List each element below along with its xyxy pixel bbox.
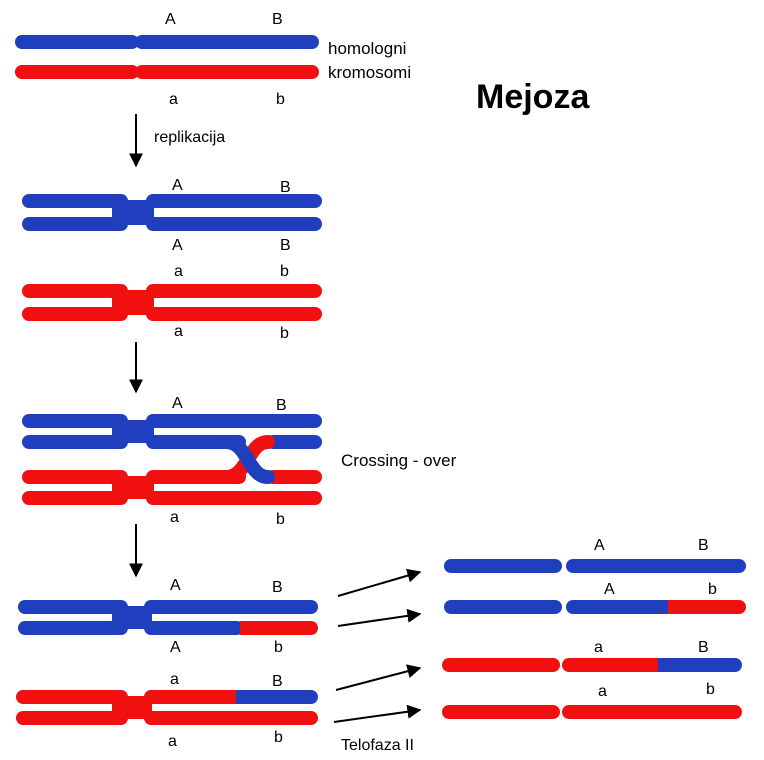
allele-a: a [170, 509, 179, 526]
gamete-Ab [444, 600, 746, 614]
allele-a: a [594, 639, 603, 656]
allele-A: A [170, 639, 181, 656]
allele-B: B [272, 673, 283, 690]
allele-B: B [272, 11, 283, 28]
allele-B: B [280, 179, 291, 196]
chromosome-blue-crossing [22, 414, 322, 449]
chromosome-blue-recombined [18, 600, 318, 635]
allele-b: b [706, 681, 715, 698]
label-telofaza: Telofaza II [341, 737, 414, 754]
allele-A: A [172, 177, 183, 194]
allele-b: b [708, 581, 717, 598]
allele-b: b [280, 325, 289, 342]
gamete-ab [442, 705, 742, 719]
chromosome-blue-replicated [22, 194, 322, 231]
label-kromosomi: kromosomi [328, 63, 411, 82]
arrows-to-gametes [333, 568, 422, 723]
label-homologni: homologni [328, 39, 406, 58]
allele-A: A [604, 581, 615, 598]
chromosome-red-recombined [16, 690, 318, 725]
stage-homologous [15, 35, 319, 79]
chromosome-red-replicated [22, 284, 322, 321]
allele-b: b [274, 639, 283, 656]
allele-a: a [168, 733, 177, 750]
stage-replicated [22, 194, 322, 321]
label-replikacija: replikacija [154, 129, 225, 146]
allele-A: A [170, 577, 181, 594]
allele-A: A [172, 395, 183, 412]
allele-a: a [174, 323, 183, 340]
chromosome-red-crossing [22, 470, 322, 505]
stage-recombined [16, 600, 318, 725]
allele-a: a [174, 263, 183, 280]
allele-A: A [165, 11, 176, 28]
allele-b: b [276, 91, 285, 108]
allele-B: B [698, 639, 709, 656]
allele-a: a [170, 671, 179, 688]
allele-a: a [169, 91, 178, 108]
allele-B: B [698, 537, 709, 554]
allele-A: A [172, 237, 183, 254]
stage-crossing-over [22, 414, 322, 505]
diagram-title: Mejoza [476, 78, 590, 116]
label-crossing-over: Crossing - over [341, 451, 457, 470]
gamete-aB [442, 658, 742, 672]
gamete-AB [444, 559, 746, 573]
allele-b: b [280, 263, 289, 280]
allele-B: B [272, 579, 283, 596]
allele-b: b [276, 511, 285, 528]
allele-B: B [280, 237, 291, 254]
allele-a: a [598, 683, 607, 700]
stage-gametes [442, 559, 746, 719]
allele-B: B [276, 397, 287, 414]
crossing-strand-blue [219, 435, 275, 484]
allele-b: b [274, 729, 283, 746]
allele-A: A [594, 537, 605, 554]
